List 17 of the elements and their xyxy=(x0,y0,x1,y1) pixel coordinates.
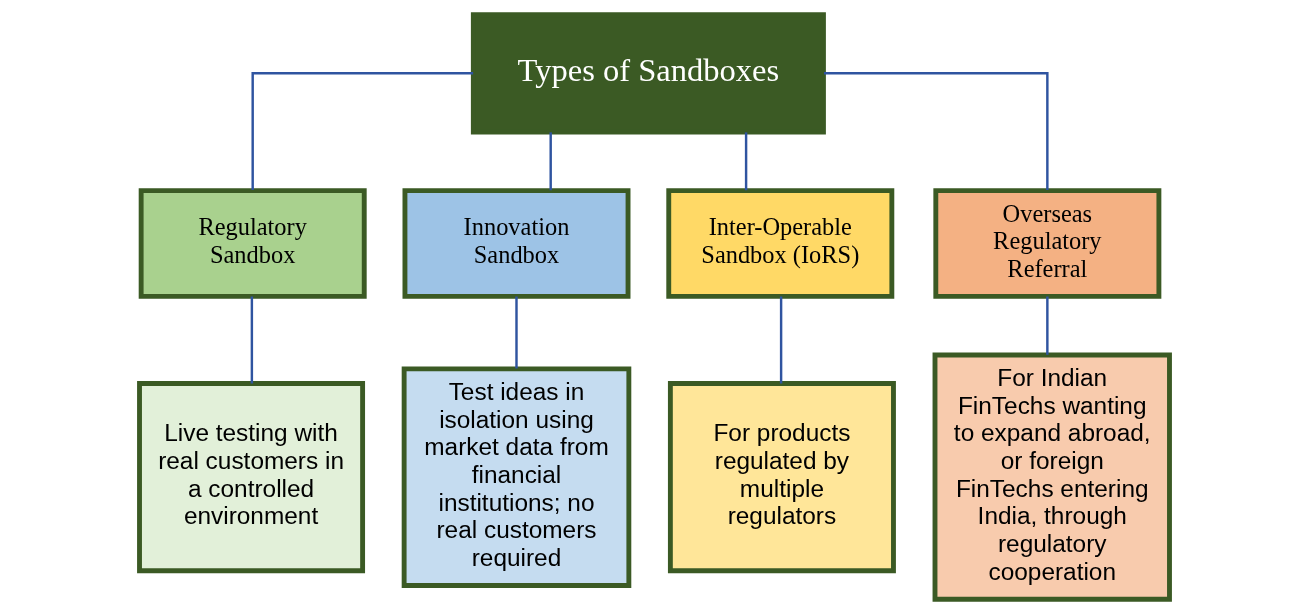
node-box: Inter-Operable Sandbox (IoRS) xyxy=(666,188,895,299)
node-box: Overseas Regulatory Referral xyxy=(933,188,1162,299)
node-box: Live testing with real customers in a controlled environment xyxy=(137,381,366,574)
connector xyxy=(1046,296,1049,355)
connector xyxy=(250,296,254,384)
node-box: For Indian FinTechs wanting to expand abroad, or foreign FinTechs entering India, through regulatory cooperation xyxy=(932,352,1172,602)
connector xyxy=(744,132,748,191)
node-box: Regulatory Sandbox xyxy=(138,188,367,299)
connector xyxy=(823,72,1049,191)
connector xyxy=(515,296,518,369)
connector xyxy=(251,72,474,191)
node-box: Innovation Sandbox xyxy=(402,188,631,299)
connector xyxy=(779,296,783,384)
connector xyxy=(549,132,552,191)
node-box: For products regulated by multiple regulators xyxy=(667,381,896,574)
node-box: Test ideas in isolation using market data from financial institutions; no real customers required xyxy=(401,366,632,588)
node-box: Types of Sandboxes xyxy=(470,12,826,135)
